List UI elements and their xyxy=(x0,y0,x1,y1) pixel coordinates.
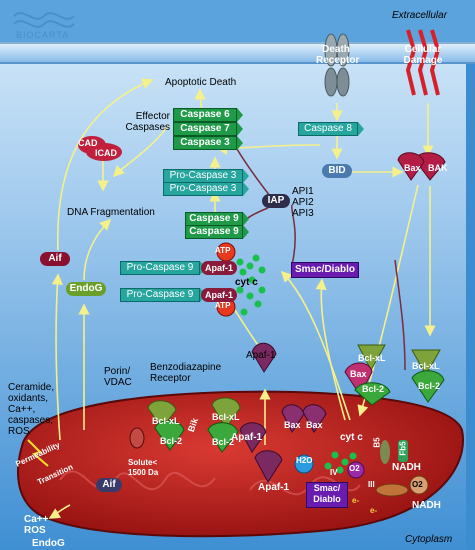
b5-label: B5 xyxy=(372,437,382,448)
atp2-label: ATP xyxy=(215,301,231,310)
lightning-icon xyxy=(27,439,49,467)
death-receptor-label: Death Receptor xyxy=(316,44,360,66)
cell-edge xyxy=(466,64,475,550)
effector-caspases-label: Effector Caspases xyxy=(125,111,170,133)
apaf1a-pill[interactable]: Apaf-1 xyxy=(201,261,237,275)
complex-iii-label: III xyxy=(368,480,375,489)
bax-m2-label: Bax xyxy=(306,420,323,430)
bcl-complex-right xyxy=(344,152,446,406)
api-label: API1 API2 API3 xyxy=(292,186,314,219)
bclxl-m1-label: Bcl-xL xyxy=(152,416,180,426)
procaspase9b-box[interactable]: Pro-Caspase 9 xyxy=(120,288,206,302)
benzodiazapine-label: Benzodiazapine Receptor xyxy=(150,362,222,384)
h2o-label: H2O xyxy=(296,456,313,465)
smac2-box[interactable]: Smac/ Diablo xyxy=(306,482,348,508)
bcl2-right-label: Bcl-2 xyxy=(362,384,385,394)
e1-label: e- xyxy=(352,496,360,505)
atp1-label: ATP xyxy=(215,246,231,255)
bak-node[interactable]: BAK xyxy=(428,163,448,173)
nadh2-label: NADH xyxy=(412,500,441,511)
apoptotic-death-label: Apoptotic Death xyxy=(165,77,237,88)
procaspase9a-box[interactable]: Pro-Caspase 9 xyxy=(120,261,206,275)
aif2-pill[interactable]: Aif xyxy=(96,478,122,492)
bax-m1-label: Bax xyxy=(284,420,301,430)
endog-pill[interactable]: EndoG xyxy=(66,282,106,296)
complex-iv-label: IV xyxy=(330,468,338,477)
endog-bottom-label: EndoG xyxy=(32,538,65,549)
apaf1c-label: Apaf-1 xyxy=(246,350,276,361)
apaf1d-label: Apaf-1 xyxy=(231,432,263,443)
dna-fragmentation-label: DNA Fragmentation xyxy=(67,207,155,218)
extracellular-label: Extracellular xyxy=(392,10,448,21)
bcl2-right2-label: Bcl-2 xyxy=(418,381,441,391)
caspase9a-box[interactable]: Caspase 9 xyxy=(185,212,249,226)
membrane-proteins xyxy=(129,342,327,483)
porin-vdac-label: Porin/ VDAC xyxy=(104,366,132,388)
cytoplasm-label: Cytoplasm xyxy=(405,534,453,545)
cad-icad-complex xyxy=(78,136,122,161)
plasma-membrane xyxy=(0,42,475,64)
bcl2-m2-label: Bcl-2 xyxy=(212,437,235,447)
cytc2-label: cyt c xyxy=(340,432,363,443)
mitochondrion xyxy=(17,390,464,538)
cyt-c-dots xyxy=(236,254,357,474)
o2b-label: O2 xyxy=(412,480,423,489)
ca-ros-label: Ca++ ROS xyxy=(24,514,49,536)
mito-proteins xyxy=(294,440,429,497)
ceramide-label: Ceramide, oxidants, Ca++, caspases, ROS xyxy=(8,382,55,437)
bclxl-right2-label: Bcl-xL xyxy=(412,361,440,371)
cad-label[interactable]: CAD xyxy=(78,138,98,148)
icad-label[interactable]: ICAD xyxy=(95,148,117,158)
aif-pill[interactable]: Aif xyxy=(40,252,70,266)
extracellular-region xyxy=(0,0,475,42)
death-receptor-icon xyxy=(324,33,350,97)
bclxl-m2-label: Bcl-xL xyxy=(212,412,240,422)
bcl2-m1-label: Bcl-2 xyxy=(160,436,183,446)
bclxl-right-label: Bcl-xL xyxy=(358,353,386,363)
procaspase3a-box[interactable]: Pro-Caspase 3 xyxy=(163,169,249,183)
cellular-damage-icon xyxy=(405,29,441,96)
caspase7-box[interactable]: Caspase 7 xyxy=(173,122,243,136)
iap-pill[interactable]: IAP xyxy=(262,194,290,208)
caspase6-box[interactable]: Caspase 6 xyxy=(173,108,243,122)
solute-label: Solute< 1500 Da xyxy=(128,458,159,477)
caspase9b-box[interactable]: Caspase 9 xyxy=(185,225,249,239)
caspase8-box[interactable]: Caspase 8 xyxy=(298,122,364,136)
logo-text: BIOCARTA xyxy=(16,30,70,40)
bid-pill[interactable]: BID xyxy=(322,164,352,178)
cytc-label: cyt c xyxy=(235,277,258,288)
bax-right-label: Bax xyxy=(350,369,367,379)
biocarta-logo xyxy=(13,12,75,28)
apaf1b-pill[interactable]: Apaf-1 xyxy=(201,288,237,302)
procaspase3b-box[interactable]: Pro-Caspase 3 xyxy=(163,182,249,196)
fb5-label: Fb5 xyxy=(398,441,408,456)
apaf1e-label: Apaf-1 xyxy=(258,482,290,493)
smac-box[interactable]: Smac/Diablo xyxy=(291,262,359,278)
bax-node[interactable]: Bax xyxy=(404,163,421,173)
o2a-label: O2 xyxy=(349,464,360,473)
e2-label: e- xyxy=(370,506,378,515)
caspase3-box[interactable]: Caspase 3 xyxy=(173,136,243,150)
nadh1-label: NADH xyxy=(392,462,421,473)
cellular-damage-label: Cellular Damage xyxy=(403,44,443,66)
